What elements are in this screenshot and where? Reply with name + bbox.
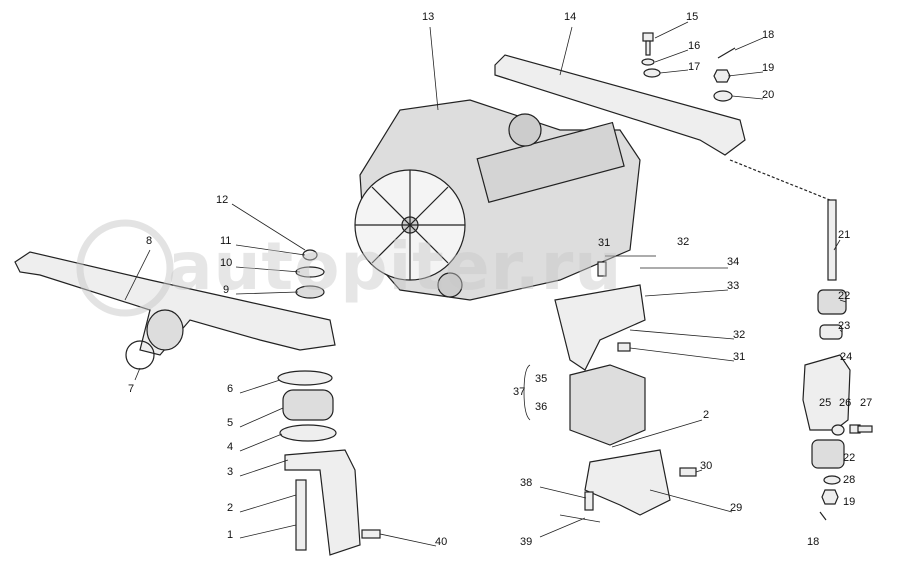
cross-member bbox=[494, 54, 746, 156]
callout-19: 19 bbox=[762, 62, 775, 74]
callout-25: 25 bbox=[819, 397, 832, 409]
callout-22b: 22 bbox=[843, 452, 856, 464]
callout-9: 9 bbox=[223, 284, 230, 296]
callout-26: 26 bbox=[839, 397, 852, 409]
callout-19b: 19 bbox=[843, 496, 856, 508]
callout-39: 39 bbox=[520, 536, 533, 548]
callout-29: 29 bbox=[730, 502, 743, 514]
callout-21: 21 bbox=[838, 229, 851, 241]
callout-10: 10 bbox=[220, 257, 233, 269]
callout-3: 3 bbox=[227, 466, 234, 478]
callout-32b: 32 bbox=[733, 329, 746, 341]
callout-18: 18 bbox=[762, 29, 775, 41]
callout-8: 8 bbox=[146, 235, 153, 247]
callout-28: 28 bbox=[843, 474, 856, 486]
callout-33: 33 bbox=[727, 280, 740, 292]
callout-37: 37 bbox=[513, 386, 526, 398]
callout-30: 30 bbox=[700, 460, 713, 472]
callout-32: 32 bbox=[677, 236, 690, 248]
callout-27: 27 bbox=[860, 397, 873, 409]
callout-31: 31 bbox=[598, 237, 611, 249]
callout-40: 40 bbox=[435, 536, 448, 548]
callout-4: 4 bbox=[227, 441, 234, 453]
callout-12: 12 bbox=[216, 194, 229, 206]
callout-5: 5 bbox=[227, 417, 234, 429]
callout-20: 20 bbox=[762, 89, 775, 101]
callout-22: 22 bbox=[838, 290, 851, 302]
callout-2b: 2 bbox=[703, 409, 710, 421]
callout-6: 6 bbox=[227, 383, 234, 395]
callout-15: 15 bbox=[686, 11, 699, 23]
watermark-logo bbox=[76, 219, 174, 317]
callout-34: 34 bbox=[727, 256, 740, 268]
callout-38: 38 bbox=[520, 477, 533, 489]
callout-2: 2 bbox=[227, 502, 234, 514]
callout-14: 14 bbox=[564, 11, 577, 23]
callout-7: 7 bbox=[128, 383, 135, 395]
callout-11: 11 bbox=[220, 235, 232, 247]
callout-35: 35 bbox=[535, 373, 548, 385]
callout-23: 23 bbox=[838, 320, 851, 332]
callout-16: 16 bbox=[688, 40, 701, 52]
callout-31b: 31 bbox=[733, 351, 746, 363]
watermark: autopiter.ru bbox=[168, 228, 623, 305]
callout-13: 13 bbox=[422, 11, 435, 23]
engine bbox=[354, 99, 641, 301]
callout-17: 17 bbox=[688, 61, 701, 73]
callout-18b: 18 bbox=[807, 536, 820, 548]
callout-1: 1 bbox=[227, 529, 234, 541]
callout-36: 36 bbox=[535, 401, 548, 413]
callout-24: 24 bbox=[840, 351, 853, 363]
